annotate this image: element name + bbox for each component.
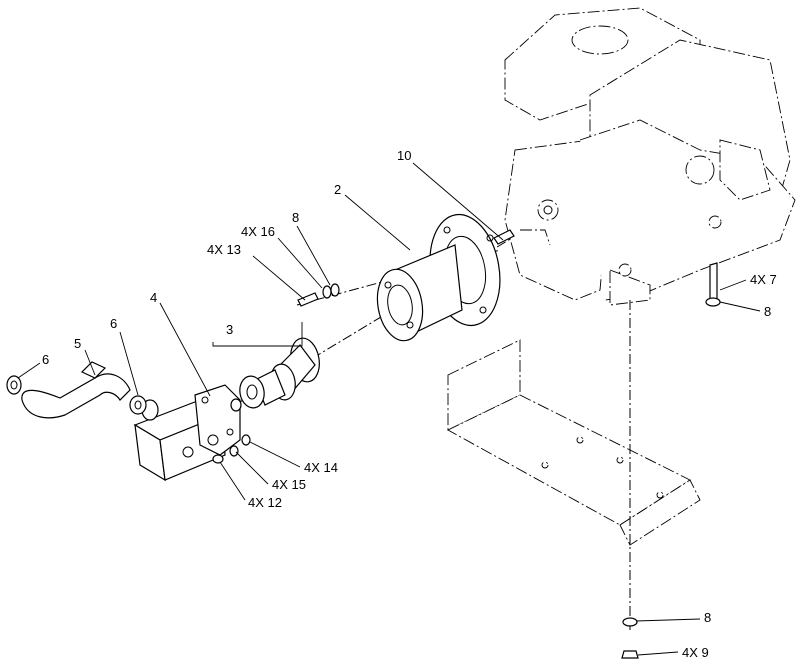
callout-4x-14: 4X 14 — [304, 460, 338, 475]
callout-8-engine-washer: 8 — [764, 304, 771, 319]
leader-lines — [17, 162, 761, 656]
mounting-plate-phantom — [447, 339, 701, 546]
engine-phantom — [504, 7, 796, 306]
coupling-assembly — [239, 337, 320, 409]
hardware — [212, 262, 721, 659]
callout-2: 2 — [334, 182, 341, 197]
callout-10: 10 — [397, 148, 411, 163]
callout-6-pump-clamp: 6 — [110, 316, 117, 331]
callout-4x-13: 4X 13 — [207, 242, 241, 257]
adapter-hub — [376, 213, 501, 342]
callout-8-lower-washer: 8 — [704, 610, 711, 625]
callout-5: 5 — [74, 336, 81, 351]
hose — [21, 361, 131, 419]
callout-4x-12: 4X 12 — [248, 495, 282, 510]
callout-6-end-clamp: 6 — [42, 352, 49, 367]
hydraulic-pump — [133, 384, 242, 482]
callout-4x-7: 4X 7 — [750, 272, 777, 287]
shaft-key — [493, 229, 515, 245]
callout-4x-15: 4X 15 — [272, 477, 306, 492]
callout-4x-16: 4X 16 — [241, 224, 275, 239]
callout-4: 4 — [150, 290, 157, 305]
callout-labels: 10 2 8 4X 16 4X 13 4X 7 8 4 3 6 5 6 4X 1… — [42, 148, 777, 660]
callout-3: 3 — [226, 322, 233, 337]
callout-4x-9: 4X 9 — [682, 645, 709, 660]
callout-8-washer: 8 — [292, 210, 299, 225]
hose-clamps — [6, 375, 147, 415]
